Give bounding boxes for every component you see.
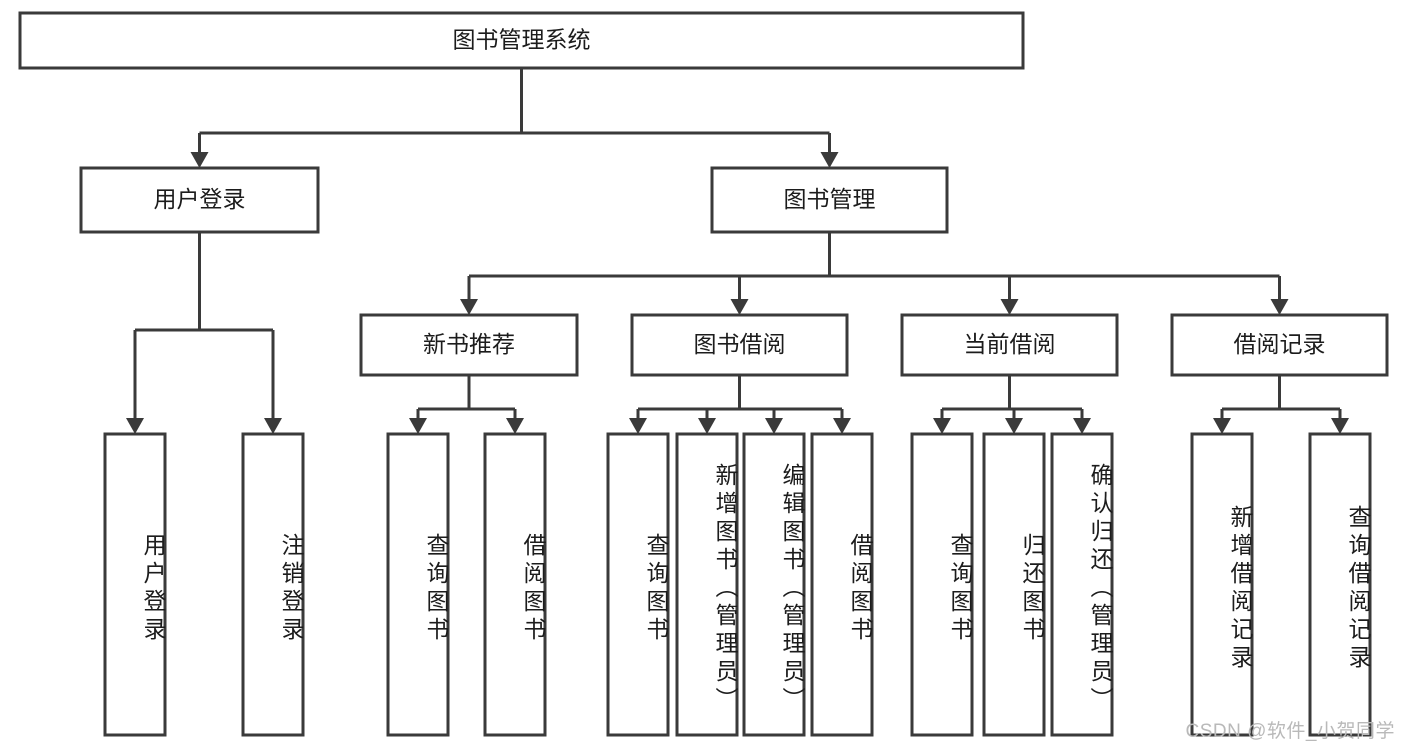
node-box-new-book-recommend[interactable]	[359, 313, 579, 377]
node-box-leaf-borrow-book-2[interactable]	[810, 432, 874, 737]
node-box-leaf-query-book-2[interactable]	[606, 432, 670, 737]
node-label-book-management: 图书管理	[784, 186, 876, 212]
node-box-current-borrow[interactable]	[900, 313, 1119, 377]
csdn-watermark: CSDN @软件_小贺同学	[1185, 721, 1395, 742]
node-box-user-login[interactable]	[79, 166, 320, 234]
node-box-leaf-add-record[interactable]	[1190, 432, 1254, 737]
node-box-leaf-query-book-3[interactable]	[910, 432, 974, 737]
node-label-current-borrow: 当前借阅	[964, 331, 1056, 357]
node-box-leaf-query-record[interactable]	[1308, 432, 1372, 737]
node-label-book-borrow: 图书借阅	[694, 331, 786, 357]
boxes-layer	[18, 11, 1389, 737]
connectors-layer	[126, 68, 1349, 434]
node-box-leaf-user-logout[interactable]	[241, 432, 305, 737]
node-label-user-login: 用户登录	[154, 186, 246, 212]
node-box-leaf-edit-book[interactable]	[742, 432, 806, 737]
node-box-leaf-user-login[interactable]	[103, 432, 167, 737]
node-box-leaf-confirm-return[interactable]	[1050, 432, 1114, 737]
node-box-book-management[interactable]	[710, 166, 949, 234]
node-box-leaf-add-book[interactable]	[675, 432, 739, 737]
node-box-leaf-borrow-book-1[interactable]	[483, 432, 547, 737]
node-box-leaf-return-book[interactable]	[982, 432, 1046, 737]
node-box-book-borrow[interactable]	[630, 313, 849, 377]
node-box-borrow-record[interactable]	[1170, 313, 1389, 377]
node-label-borrow-record: 借阅记录	[1234, 331, 1326, 357]
node-title-label: 图书管理系统	[453, 27, 591, 53]
node-label-new-book-recommend: 新书推荐	[423, 331, 515, 357]
node-title-box[interactable]	[18, 11, 1025, 70]
node-box-leaf-query-book-1[interactable]	[386, 432, 450, 737]
